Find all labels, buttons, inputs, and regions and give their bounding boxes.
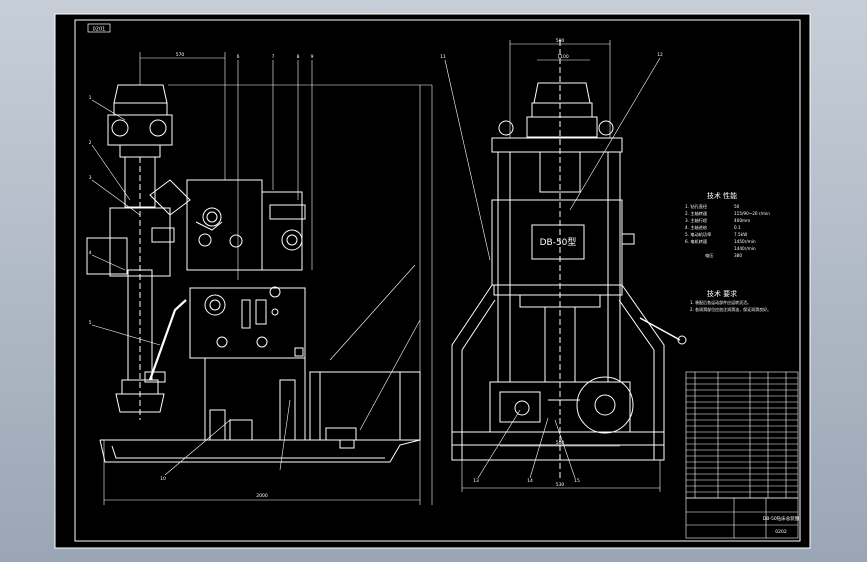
callout-1: 1 — [89, 95, 92, 101]
spec-block: 技术 性能 1. 钻孔直径 50 2. 主轴转速 115/90~20 r/min 3… — [685, 191, 771, 312]
callout-10: 10 — [160, 476, 166, 482]
dim-1100: 1100 — [557, 54, 569, 60]
svg-text:2. 各润滑部位应加注润滑油，保证润滑良好。: 2. 各润滑部位应加注润滑油，保证润滑良好。 — [690, 306, 771, 312]
title-block-text: DB-50钻床总装图 0202 — [763, 515, 800, 535]
callout-14: 14 — [527, 478, 533, 484]
callout-3: 3 — [89, 175, 92, 181]
svg-text:1. 装配后各运动部件应运转灵活。: 1. 装配后各运动部件应运转灵活。 — [690, 299, 751, 305]
parts-list — [685, 371, 799, 539]
inner-border — [74, 19, 801, 542]
title-number: 0202 — [775, 529, 787, 535]
callout-5: 5 — [89, 320, 92, 326]
dim-530: 530 — [556, 482, 565, 488]
svg-text:2. 主轴转速: 2. 主轴转速 — [685, 210, 708, 217]
callout-9: 9 — [311, 54, 314, 60]
spec-title: 技术 性能 — [707, 191, 737, 200]
svg-text:115/90~20 r/min: 115/90~20 r/min — [734, 211, 770, 216]
callout-6: 6 — [237, 54, 240, 60]
svg-text:3. 主轴行程: 3. 主轴行程 — [685, 217, 708, 224]
right-dimensions — [444, 40, 661, 492]
right-labels: 500 1100 530 500 11 12 13 14 15 DB-50型 — [440, 38, 663, 488]
svg-text:1450r/min: 1450r/min — [734, 239, 756, 244]
svg-text:1. 钻孔直径: 1. 钻孔直径 — [685, 203, 707, 210]
title-caption: DB-50钻床总装图 — [763, 515, 800, 522]
callout-13: 13 — [473, 478, 479, 484]
svg-text:1440r/min: 1440r/min — [734, 246, 756, 251]
svg-text:400mm: 400mm — [734, 218, 750, 223]
left-dimensions — [91, 52, 433, 505]
svg-text:电压: 电压 — [705, 252, 713, 259]
dim-2000: 2000 — [256, 493, 268, 499]
model-label: DB-50型 — [540, 237, 577, 248]
left-view — [86, 84, 421, 463]
svg-text:5. 电动机功率: 5. 电动机功率 — [685, 231, 711, 238]
drawing-sheet — [54, 13, 811, 549]
dim-570: 570 — [176, 52, 185, 58]
callout-11: 11 — [440, 54, 446, 60]
svg-text:4. 主轴进给: 4. 主轴进给 — [685, 224, 707, 231]
svg-text:6. 电机转速: 6. 电机转速 — [685, 238, 708, 245]
callout-12: 12 — [657, 52, 663, 58]
callout-8: 8 — [297, 54, 300, 60]
req-title: 技术 要求 — [707, 289, 737, 298]
svg-text:380: 380 — [734, 253, 742, 258]
callout-2: 2 — [89, 140, 92, 146]
sheet-tag: 0201 — [93, 27, 106, 33]
svg-text:7.5kW: 7.5kW — [734, 232, 747, 237]
svg-text:50: 50 — [734, 204, 740, 209]
dim-500b: 500 — [556, 440, 565, 446]
right-view — [451, 40, 687, 480]
callout-7: 7 — [272, 54, 275, 60]
callout-4: 4 — [89, 250, 92, 256]
svg-text:0.1: 0.1 — [734, 225, 741, 230]
dim-500: 500 — [556, 38, 565, 44]
sheet-tag-box — [87, 23, 111, 33]
callout-15: 15 — [574, 478, 580, 484]
left-labels: 2000 570 1 2 3 4 5 6 7 8 9 10 — [89, 52, 314, 499]
